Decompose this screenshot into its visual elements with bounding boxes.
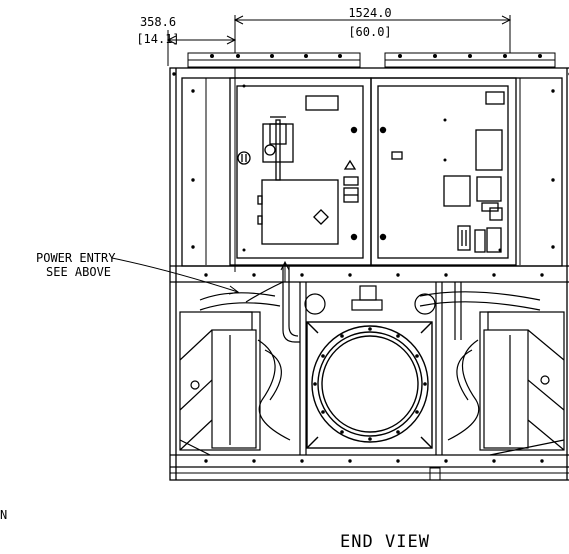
right-compressor-bay bbox=[447, 311, 565, 456]
bottom-feet bbox=[170, 467, 569, 481]
offset-dimension-line bbox=[166, 30, 237, 66]
edge-fragment-text: N bbox=[0, 508, 7, 522]
power-entry-callout-line1: POWER ENTRY bbox=[36, 251, 116, 265]
fan-assembly bbox=[306, 321, 433, 449]
refrigerant-piping bbox=[199, 266, 541, 455]
power-entry-leader bbox=[111, 257, 290, 295]
power-entry-callout-line2: SEE ABOVE bbox=[46, 265, 111, 279]
top-rails bbox=[187, 52, 556, 68]
offset-dimension-in: [14.1] bbox=[136, 32, 179, 46]
left-electrical-panel bbox=[229, 77, 372, 266]
side-panels-upper bbox=[205, 78, 521, 265]
fan-bolt-ring bbox=[313, 327, 427, 441]
width-dimension-mm: 1524.0 bbox=[348, 6, 391, 20]
left-compressor-bay bbox=[179, 311, 291, 456]
frame-bolts bbox=[172, 72, 569, 463]
right-electrical-panel bbox=[370, 77, 517, 266]
right-panel-fasteners bbox=[379, 118, 502, 252]
left-panel-fasteners bbox=[242, 84, 358, 252]
view-label: END VIEW bbox=[340, 532, 430, 552]
offset-dimension-mm: 358.6 bbox=[140, 15, 176, 29]
unit-frame bbox=[169, 67, 569, 481]
width-dimension-in: [60.0] bbox=[348, 25, 391, 39]
